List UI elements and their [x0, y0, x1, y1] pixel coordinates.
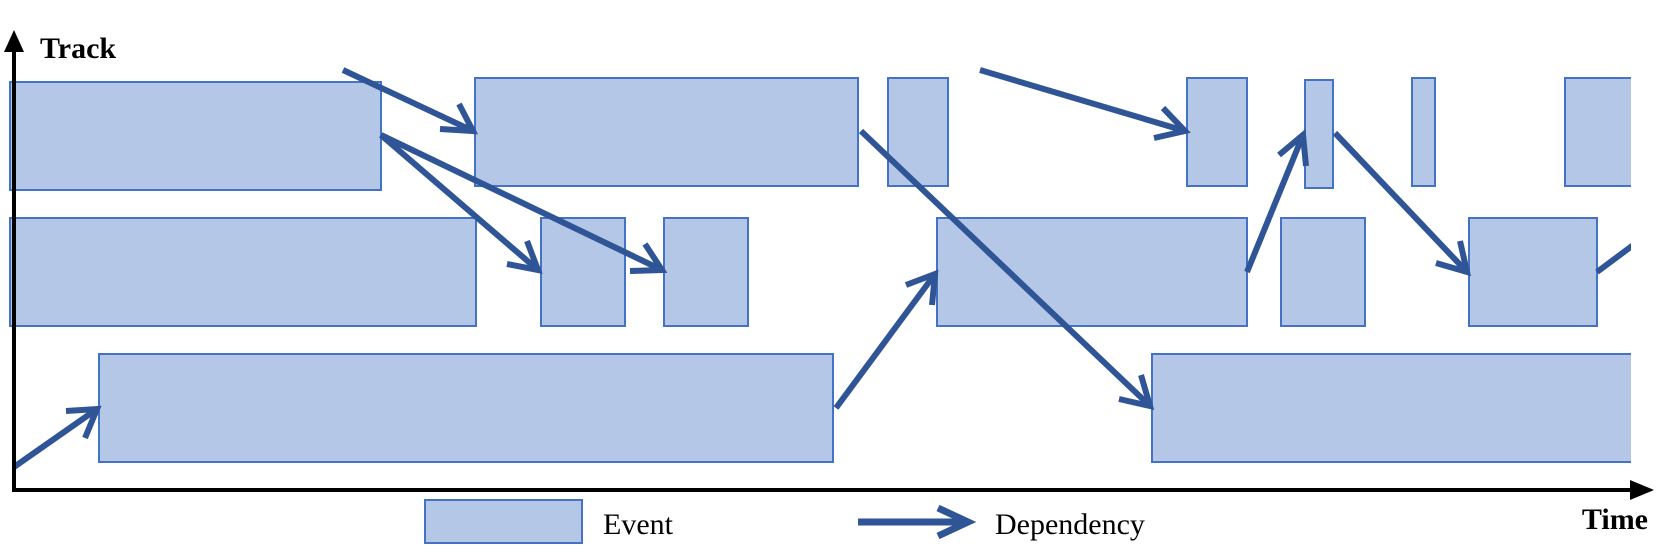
event-box — [1411, 77, 1436, 187]
legend-event-swatch — [424, 499, 583, 544]
legend-event-label: Event — [603, 508, 674, 541]
event-box — [1151, 353, 1631, 463]
event-box — [1186, 77, 1248, 187]
dependency-arrow — [341, 67, 479, 135]
y-axis-arrowhead — [4, 30, 24, 52]
axes: Track Time — [4, 30, 1654, 536]
dependency-arrow — [1332, 130, 1472, 277]
y-axis-label: Track — [40, 32, 116, 65]
event-box — [1468, 217, 1598, 327]
dependency-arrow — [1244, 129, 1309, 274]
dependency-arrow — [979, 67, 1191, 141]
legend-dependency-arrow — [858, 504, 977, 540]
dependency-arrow — [379, 132, 668, 274]
legend: Event Dependency — [424, 499, 1145, 544]
x-axis-arrowhead — [1630, 480, 1654, 500]
dependency-arrow — [379, 132, 543, 274]
dependency-arrow — [833, 269, 939, 410]
event-box — [1564, 77, 1631, 187]
event-box — [474, 77, 859, 187]
events-layer — [9, 77, 1631, 463]
dependency-arrow — [1595, 242, 1631, 275]
x-axis-label: Time — [1582, 503, 1648, 536]
event-box — [936, 217, 1248, 327]
event-box — [9, 217, 477, 327]
event-box — [663, 217, 749, 327]
dependencies-layer — [12, 67, 1631, 470]
event-box — [1304, 79, 1334, 189]
event-box — [887, 77, 949, 187]
event-box — [98, 353, 834, 463]
event-box — [1280, 217, 1366, 327]
legend-dependency-label: Dependency — [995, 508, 1145, 541]
event-box — [540, 217, 626, 327]
dependency-arrow — [858, 128, 1155, 411]
event-box — [9, 81, 382, 191]
dependency-arrow — [12, 405, 102, 470]
